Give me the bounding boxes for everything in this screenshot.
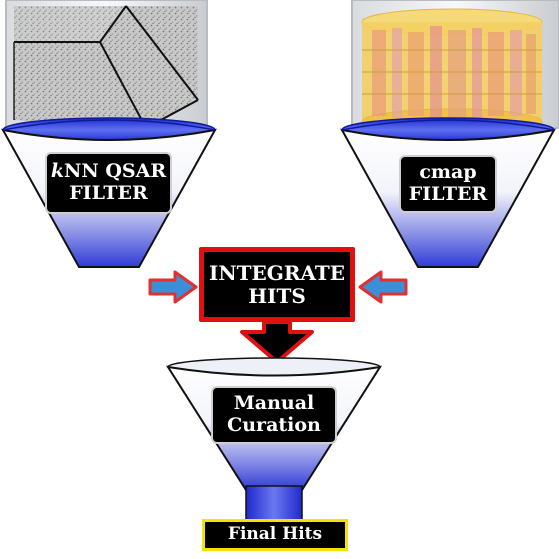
curation-label-line2: Curation — [227, 414, 321, 436]
integrate-hits-box: INTEGRATE HITS — [199, 247, 355, 322]
manual-curation-label: Manual Curation — [211, 386, 337, 444]
arrow-right-icon — [148, 270, 198, 304]
final-hits-text: Final Hits — [227, 524, 323, 545]
cmap-label-line2: FILTER — [408, 183, 488, 205]
knn-label-line1-rest: NN QSAR — [64, 160, 167, 183]
final-hits-label: Final Hits — [202, 519, 348, 551]
integrate-label-line1: INTEGRATE — [208, 260, 345, 285]
cmap-label-line1: cmap — [419, 161, 477, 184]
curation-label-line1: Manual — [233, 392, 315, 415]
knn-label-italic-k: k — [50, 160, 64, 183]
knn-container — [5, 0, 208, 129]
cmap-container — [351, 0, 559, 136]
point-cloud-cube-icon — [13, 5, 199, 129]
cmap-stack-cylinder-icon — [361, 8, 543, 136]
arrow-down-icon — [240, 320, 314, 364]
cmap-filter-label: cmap FILTER — [399, 155, 497, 213]
integrate-label-line2: HITS — [248, 283, 306, 308]
arrow-left-icon — [358, 270, 408, 304]
knn-label-line1: kNN QSAR — [50, 160, 167, 183]
knn-label-line2: FILTER — [69, 182, 148, 204]
knn-qsar-filter-label: kNN QSAR FILTER — [45, 152, 172, 214]
